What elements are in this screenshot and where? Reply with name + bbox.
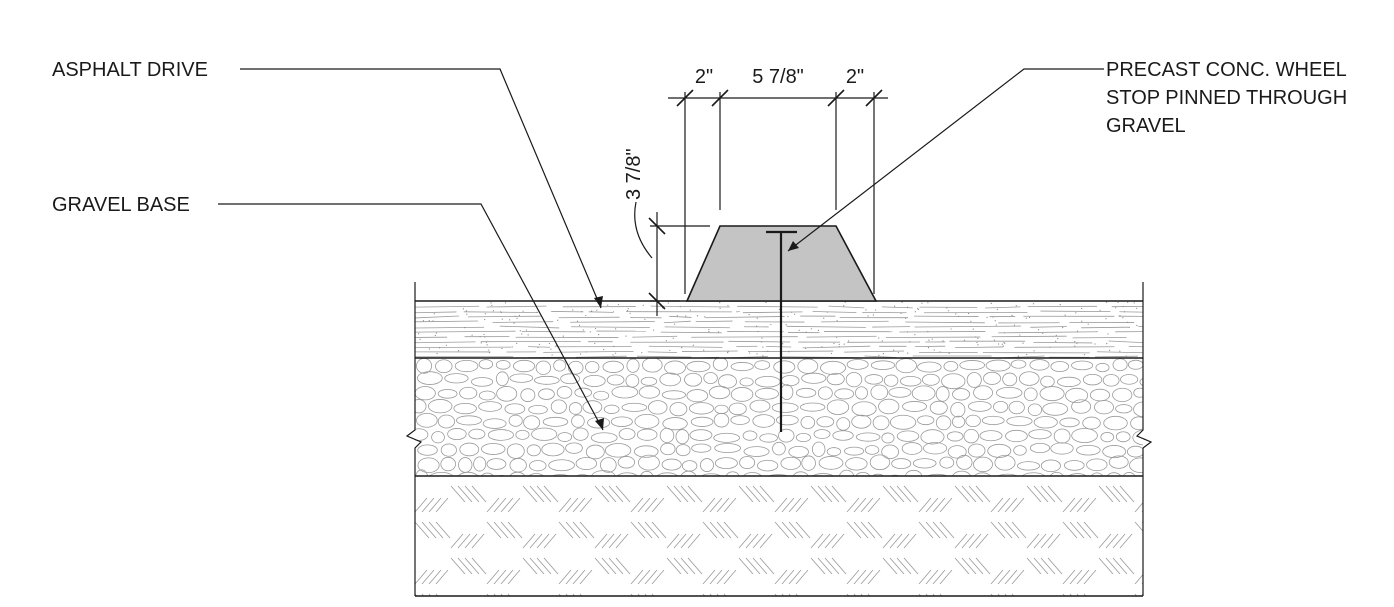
horizontal-dimension-line	[668, 89, 888, 294]
asphalt-layer	[415, 301, 1143, 358]
right-break-line	[1135, 282, 1153, 596]
right-chamfer-dimension: 2"	[846, 66, 864, 88]
asphalt-leader	[240, 68, 603, 309]
vertical-dimension-line	[634, 201, 710, 316]
asphalt-drive-label: ASPHALT DRIVE	[52, 59, 208, 81]
wheel-stop-label: PRECAST CONC. WHEEL STOP PINNED THROUGH …	[1106, 59, 1347, 137]
gravel-layer	[415, 358, 1143, 476]
svg-text:STOP PINNED THROUGH: STOP PINNED THROUGH	[1106, 87, 1347, 109]
wheel-stop-leader	[787, 68, 1104, 252]
svg-text:GRAVEL: GRAVEL	[1106, 115, 1186, 137]
height-dimension: 3 7/8"	[623, 148, 645, 200]
steel-pin	[766, 230, 797, 432]
svg-text:PRECAST CONC. WHEEL: PRECAST CONC. WHEEL	[1106, 59, 1347, 81]
subgrade-layer	[415, 476, 1143, 596]
gravel-base-label: GRAVEL BASE	[52, 194, 190, 216]
left-chamfer-dimension: 2"	[695, 66, 713, 88]
gravel-leader	[218, 203, 604, 431]
left-break-line	[405, 282, 423, 596]
top-width-dimension: 5 7/8"	[752, 66, 804, 88]
